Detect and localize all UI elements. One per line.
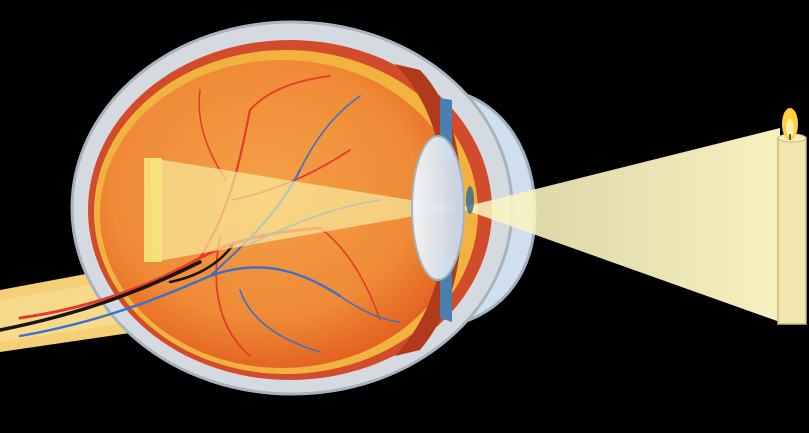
pupil — [466, 186, 474, 214]
candle — [778, 134, 806, 324]
lens — [412, 136, 464, 280]
candle-flame — [782, 108, 798, 140]
inverted-image — [144, 158, 162, 262]
